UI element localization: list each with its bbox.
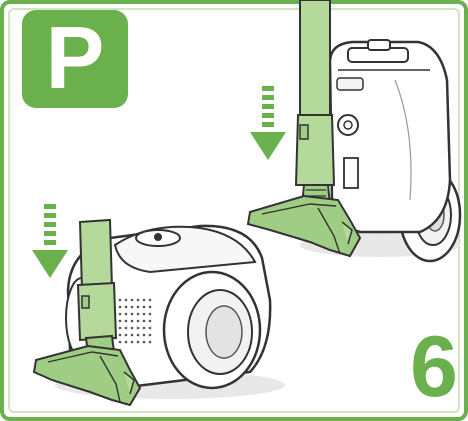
- tube-upright: [296, 0, 334, 205]
- step-number: 6: [410, 319, 458, 415]
- down-arrow-icon: [250, 86, 286, 160]
- down-arrow-icon: [32, 204, 68, 278]
- tube-horizontal: [78, 220, 116, 354]
- badge-letter: P: [46, 8, 105, 107]
- main-wheel: [164, 272, 260, 388]
- step-badge: P: [22, 8, 128, 108]
